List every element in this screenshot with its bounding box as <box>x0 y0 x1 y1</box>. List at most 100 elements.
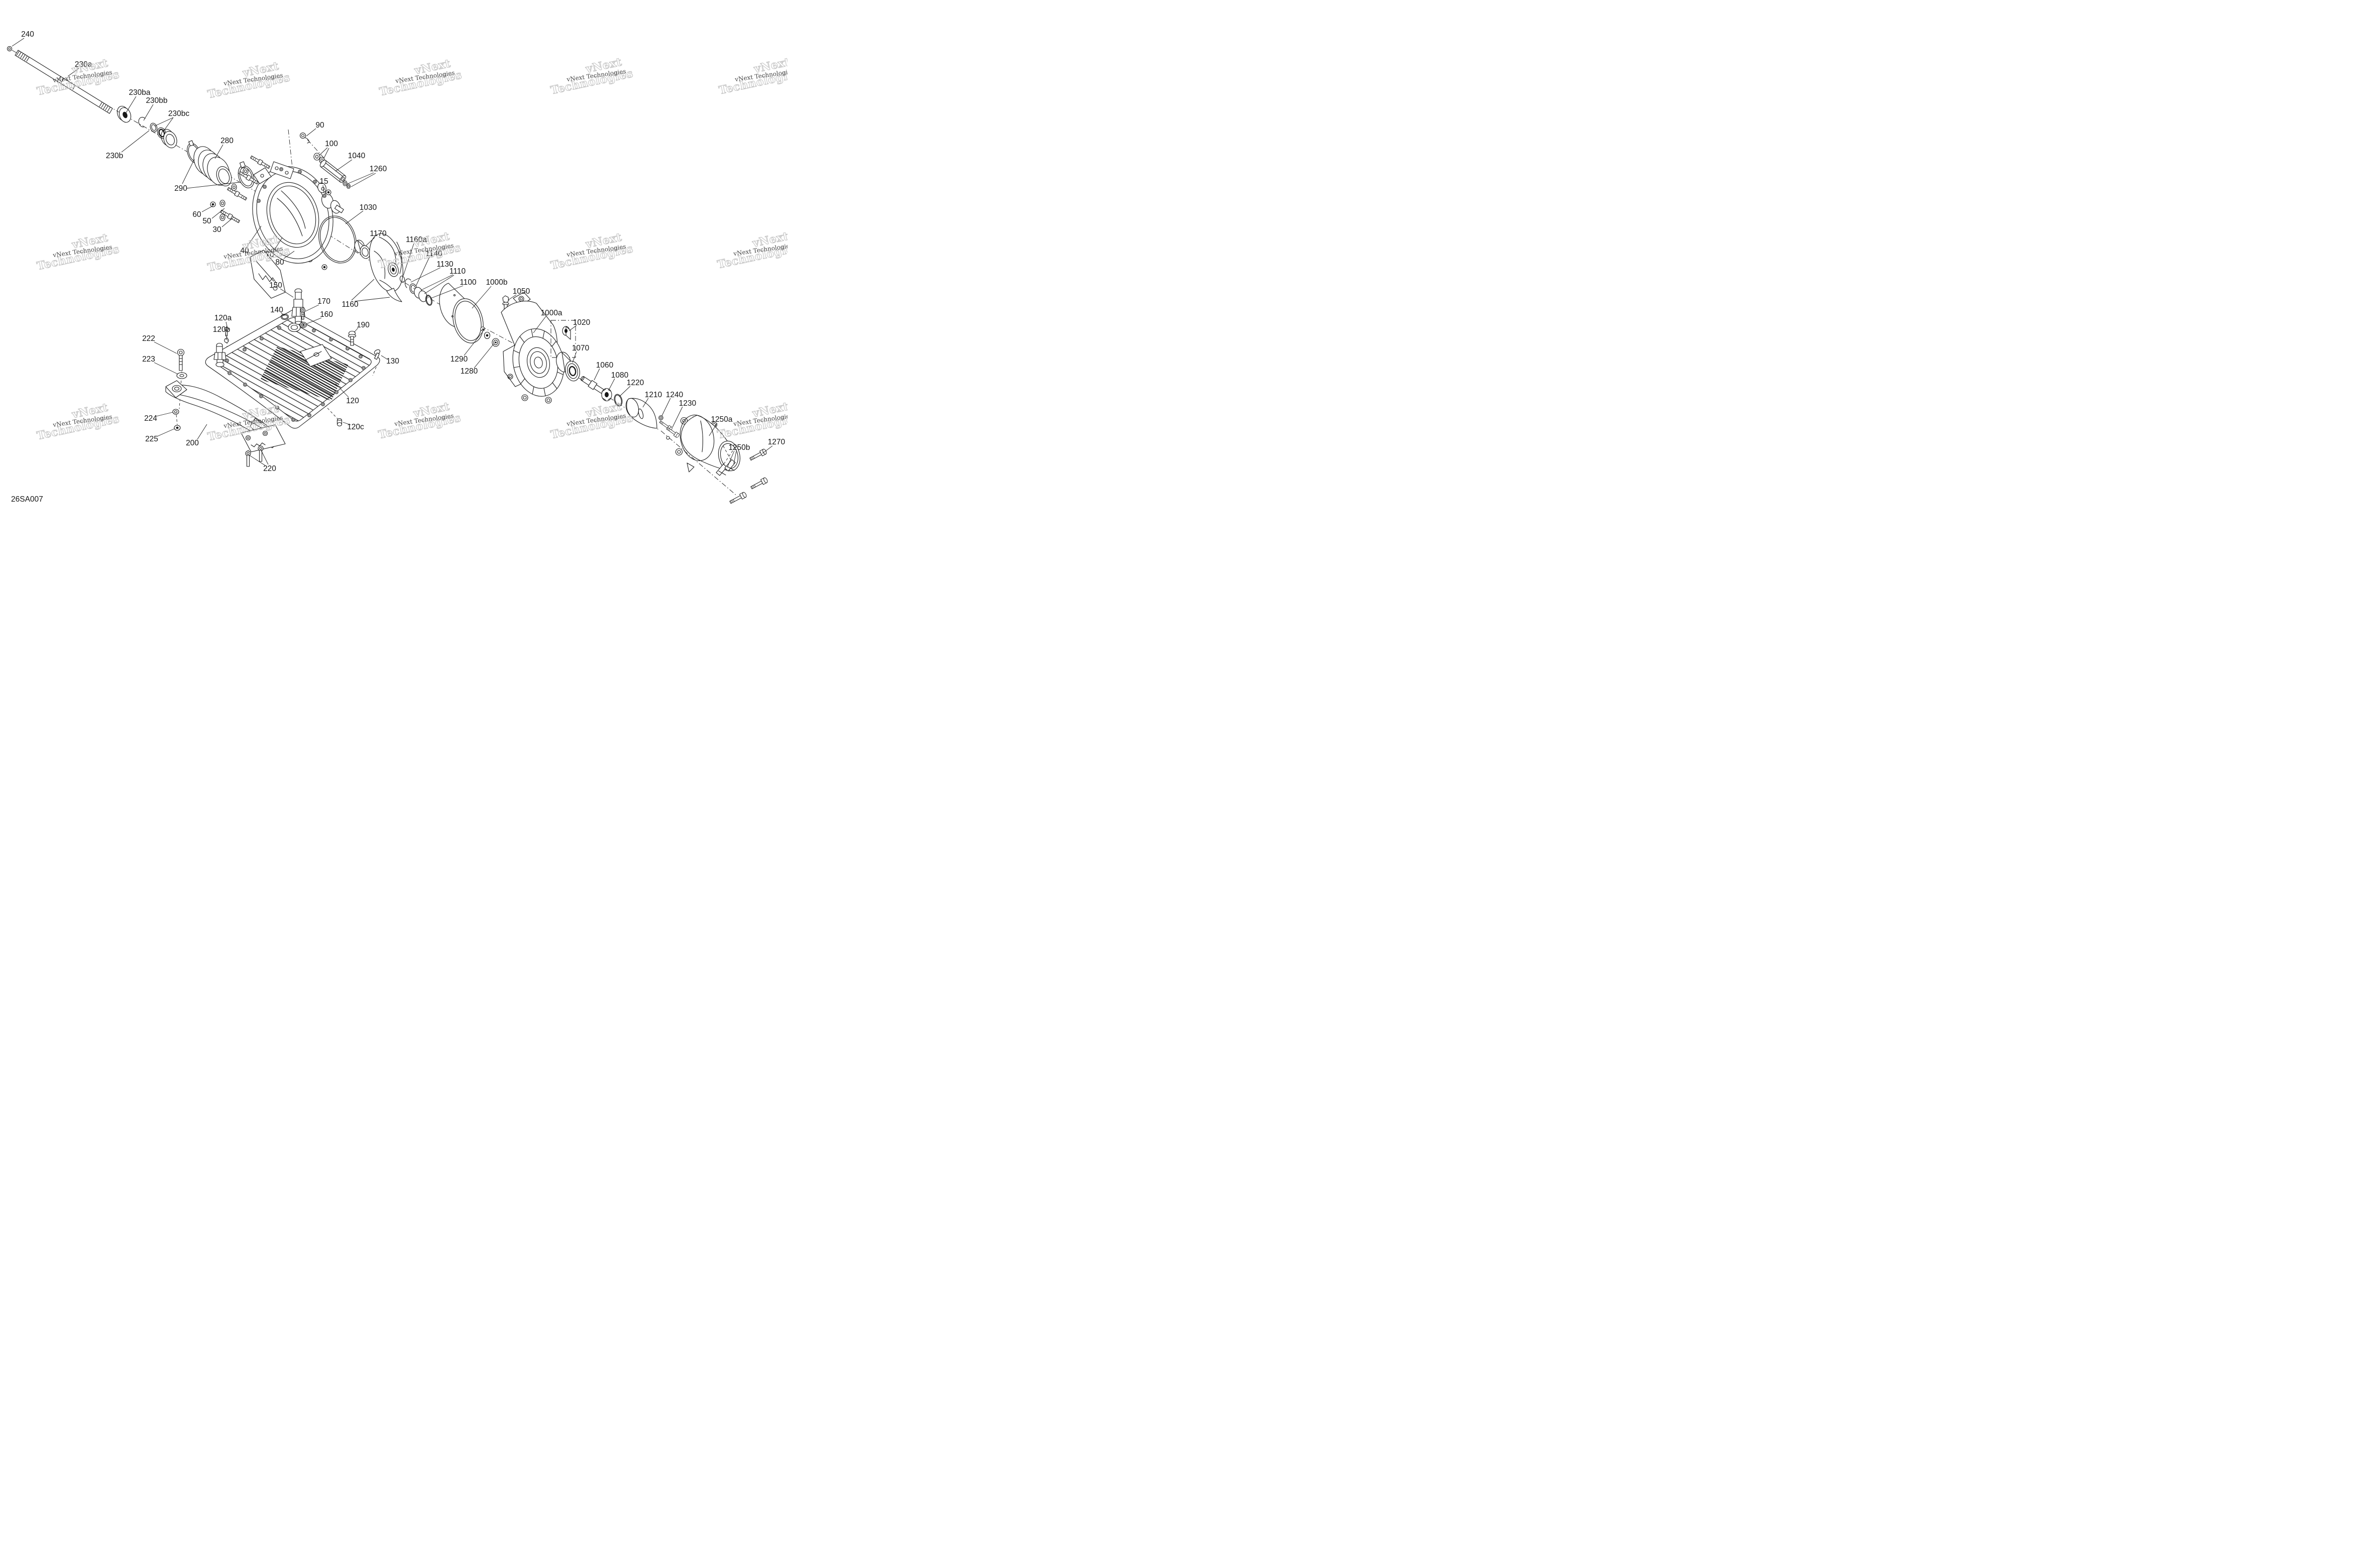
callout-50: 50 <box>202 217 211 225</box>
leader-line <box>225 321 228 329</box>
leader-line <box>225 332 228 339</box>
callout-120c: 120c <box>347 423 364 431</box>
callout-224: 224 <box>144 414 157 423</box>
exploded-diagram: 240230a230ba230bb230bc230b28029090100104… <box>7 30 787 505</box>
callout-1080: 1080 <box>611 371 629 380</box>
leader-line <box>247 225 262 247</box>
callout-1270: 1270 <box>768 438 785 446</box>
leader-line <box>211 208 225 219</box>
leader-line <box>154 117 174 127</box>
leader-line <box>672 406 683 428</box>
callout-150: 150 <box>269 281 282 290</box>
leader-line <box>283 251 295 259</box>
callout-222: 222 <box>142 334 155 343</box>
leader-line <box>182 159 195 184</box>
leader-line <box>221 216 235 227</box>
leader-line <box>186 182 240 189</box>
steering-nozzle <box>675 414 741 472</box>
callout-240: 240 <box>21 30 34 39</box>
callout-1240: 1240 <box>666 391 684 399</box>
leader-line <box>335 159 353 172</box>
leader-line <box>261 450 269 465</box>
diagram-code: 26SA007 <box>11 495 43 504</box>
callout-230a: 230a <box>75 60 92 69</box>
leader-line <box>154 362 178 375</box>
impeller-assembly <box>354 233 432 306</box>
leader-line <box>365 237 375 247</box>
callout-1160a: 1160a <box>406 235 427 244</box>
callout-1070: 1070 <box>572 344 590 352</box>
callout-290: 290 <box>174 184 187 193</box>
leader-line <box>273 237 283 252</box>
callout-223: 223 <box>142 355 155 364</box>
leader-line <box>319 147 328 156</box>
callout-230ba: 230ba <box>129 88 150 97</box>
callout-120b: 120b <box>213 325 230 334</box>
drive-shaft <box>7 46 113 114</box>
leader-line <box>430 285 464 299</box>
leader-line <box>642 398 649 408</box>
leader-line <box>343 422 351 425</box>
leader-line <box>322 185 324 193</box>
skeg-assembly <box>165 348 286 467</box>
callout-90: 90 <box>315 121 324 130</box>
callout-1000a: 1000a <box>540 309 562 317</box>
leader-line <box>249 455 266 466</box>
ball-120b <box>224 338 229 343</box>
leader-line <box>403 243 414 276</box>
callout-280: 280 <box>220 137 234 145</box>
leader-line <box>281 312 285 316</box>
callout-1100: 1100 <box>460 278 477 287</box>
fitting-150-group <box>224 288 381 360</box>
leader-line <box>733 451 737 464</box>
wear-ring <box>439 283 484 343</box>
callout-1050: 1050 <box>513 287 530 296</box>
large-o-ring <box>318 215 357 264</box>
callout-1000b: 1000b <box>486 278 507 287</box>
callout-1250a: 1250a <box>711 415 732 424</box>
leader-line <box>381 355 388 360</box>
callout-230bb: 230bb <box>146 96 167 105</box>
leader-line <box>594 368 600 381</box>
top-fasteners <box>299 132 351 195</box>
callout-1160: 1160 <box>342 300 359 309</box>
callout-70: 70 <box>265 251 274 259</box>
leader-line <box>354 297 390 302</box>
leader-line <box>201 205 213 212</box>
callout-130: 130 <box>386 357 399 366</box>
leader-line <box>464 332 483 356</box>
leader-line <box>12 38 25 47</box>
transom-support-housing <box>250 161 344 299</box>
callout-160: 160 <box>320 310 333 319</box>
callout-1260: 1260 <box>370 165 387 173</box>
callout-1210: 1210 <box>645 391 662 399</box>
leader-line <box>727 450 735 468</box>
leader-line <box>474 343 494 369</box>
leader-line <box>661 398 671 416</box>
callout-170: 170 <box>317 297 330 306</box>
callout-230b: 230b <box>106 152 123 160</box>
leader-line <box>619 386 631 397</box>
leader-line <box>410 267 441 283</box>
callout-60: 60 <box>192 210 201 219</box>
bolt-130 <box>374 349 381 360</box>
leader-line <box>415 257 430 287</box>
washer-160 <box>299 321 307 328</box>
leader-line <box>424 275 455 294</box>
leader-line <box>351 173 376 187</box>
leader-line <box>345 210 364 224</box>
callout-1250b: 1250b <box>728 443 750 452</box>
leader-line <box>347 172 374 184</box>
callout-1140: 1140 <box>425 250 442 258</box>
callout-225: 225 <box>145 435 158 443</box>
leader-line <box>306 317 322 324</box>
callout-230bc: 230bc <box>168 109 189 118</box>
leader-line <box>323 148 329 159</box>
cone-group <box>625 398 681 440</box>
leader-line <box>214 144 223 159</box>
leader-line <box>354 327 359 333</box>
leader-line <box>762 445 773 454</box>
bolt-170 <box>300 307 306 320</box>
bolts-220 <box>245 445 264 467</box>
